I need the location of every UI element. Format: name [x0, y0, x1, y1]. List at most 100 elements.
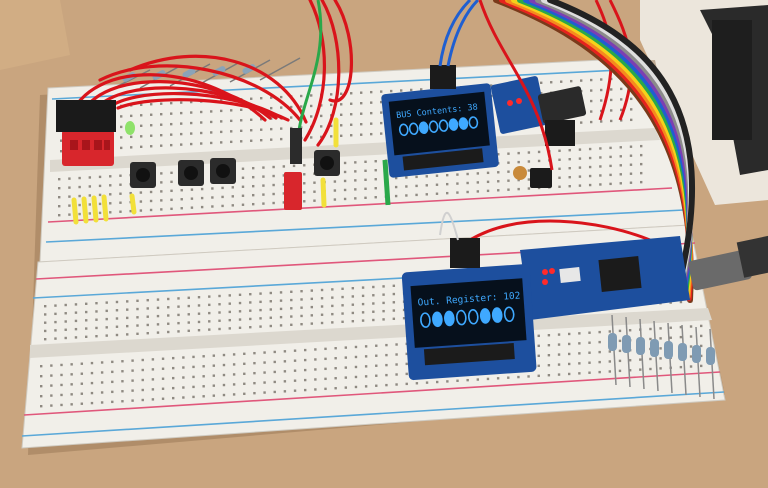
breadboard-hole — [283, 370, 287, 373]
breadboard-hole — [620, 108, 623, 112]
breadboard-hole — [170, 112, 173, 115]
breadboard-hole — [68, 213, 71, 216]
breadboard-hole — [435, 183, 439, 186]
breadboard-hole — [88, 203, 92, 206]
breadboard-hole — [598, 330, 601, 334]
breadboard-hole — [380, 111, 383, 114]
breadboard-hole — [109, 184, 112, 187]
breadboard-hole — [394, 185, 398, 189]
breadboard-hole — [537, 354, 540, 358]
breadboard-hole — [351, 295, 355, 298]
breadboard-hole — [119, 201, 122, 204]
breadboard-hole — [649, 337, 652, 341]
breadboard-hole — [620, 98, 623, 101]
breadboard-hole — [170, 122, 173, 126]
breadboard-hole — [190, 100, 193, 104]
breadboard-hole — [231, 204, 234, 207]
breadboard-hole — [537, 374, 540, 378]
breadboard-hole — [218, 294, 221, 298]
oled-bit-3 — [455, 309, 467, 326]
breadboard-hole — [402, 308, 406, 312]
breadboard-hole — [292, 164, 296, 168]
breadboard-hole — [568, 332, 571, 336]
breadboard-hole — [177, 330, 180, 333]
breadboard-hole — [150, 134, 153, 137]
breadboard-hole — [238, 310, 242, 313]
breadboard-hole — [290, 105, 293, 109]
breadboard-hole — [160, 144, 163, 147]
breadboard-hole — [600, 120, 603, 123]
breadboard-hole — [290, 323, 293, 326]
breadboard-hole — [139, 200, 143, 203]
breadboard-hole — [95, 310, 98, 313]
breadboard-hole — [160, 190, 163, 193]
breadboard-hole — [259, 308, 262, 312]
breadboard-hole — [568, 342, 571, 346]
breadboard-hole — [350, 92, 353, 95]
breadboard-hole — [40, 385, 43, 388]
breadboard-hole — [364, 345, 368, 348]
slide-switch — [284, 172, 302, 210]
breadboard-hole — [324, 377, 327, 381]
breadboard-hole — [361, 302, 365, 306]
breadboard-hole — [313, 199, 316, 202]
breadboard-hole — [259, 317, 262, 320]
breadboard-hole — [476, 172, 480, 175]
resistor-body — [664, 341, 673, 359]
breadboard-hole — [547, 364, 551, 367]
breadboard-hole — [456, 191, 459, 194]
breadboard-hole — [197, 312, 201, 315]
breadboard-hole — [558, 158, 561, 161]
breadboard-hole — [558, 176, 561, 179]
breadboard-hole — [252, 202, 255, 206]
breadboard-hole — [80, 382, 84, 385]
breadboard-hole — [259, 292, 262, 295]
breadboard-hole — [507, 152, 510, 155]
breadboard-hole — [70, 373, 73, 376]
breadboard-hole — [180, 132, 183, 136]
breadboard-hole — [100, 371, 104, 374]
breadboard-hole — [180, 122, 183, 125]
breadboard-hole — [568, 158, 571, 161]
breadboard-hole — [121, 390, 124, 393]
breadboard-hole — [679, 325, 683, 329]
breadboard-hole — [121, 360, 124, 363]
resistor-body — [636, 337, 645, 355]
breadboard-hole — [354, 355, 358, 359]
breadboard-hole — [385, 373, 388, 377]
breadboard-hole — [640, 180, 643, 184]
breadboard-hole — [167, 297, 170, 301]
breadboard-hole — [211, 187, 214, 190]
breadboard-hole — [279, 291, 283, 294]
breadboard-hole — [497, 189, 500, 192]
breadboard-hole — [64, 336, 67, 340]
transistor — [530, 168, 552, 188]
breadboard-hole — [160, 181, 163, 184]
breadboard-hole — [119, 183, 122, 186]
breadboard-hole — [151, 378, 155, 381]
breadboard-hole — [208, 320, 211, 323]
breadboard-hole — [200, 121, 203, 124]
breadboard-hole — [88, 176, 92, 179]
breadboard-hole — [139, 209, 143, 212]
breadboard-hole — [190, 188, 194, 191]
breadboard-hole — [304, 368, 307, 372]
bottom-display-bits — [420, 306, 515, 328]
breadboard-hole — [150, 145, 153, 148]
breadboard-hole — [95, 326, 98, 330]
breadboard-hole — [343, 170, 347, 174]
breadboard-hole — [279, 315, 283, 319]
breadboard-hole — [517, 375, 520, 379]
breadboard-hole — [187, 321, 190, 324]
breadboard-hole — [568, 362, 571, 366]
breadboard-hole — [64, 312, 67, 315]
breadboard-hole — [689, 325, 693, 328]
breadboard-hole — [240, 108, 243, 111]
breadboard-hole — [253, 351, 256, 355]
breadboard-hole — [200, 131, 203, 135]
breadboard-hole — [334, 357, 337, 360]
resistor-body — [706, 347, 715, 365]
breadboard-hole — [364, 160, 367, 163]
breadboard-hole — [290, 307, 293, 310]
breadboard-hole — [497, 171, 500, 174]
